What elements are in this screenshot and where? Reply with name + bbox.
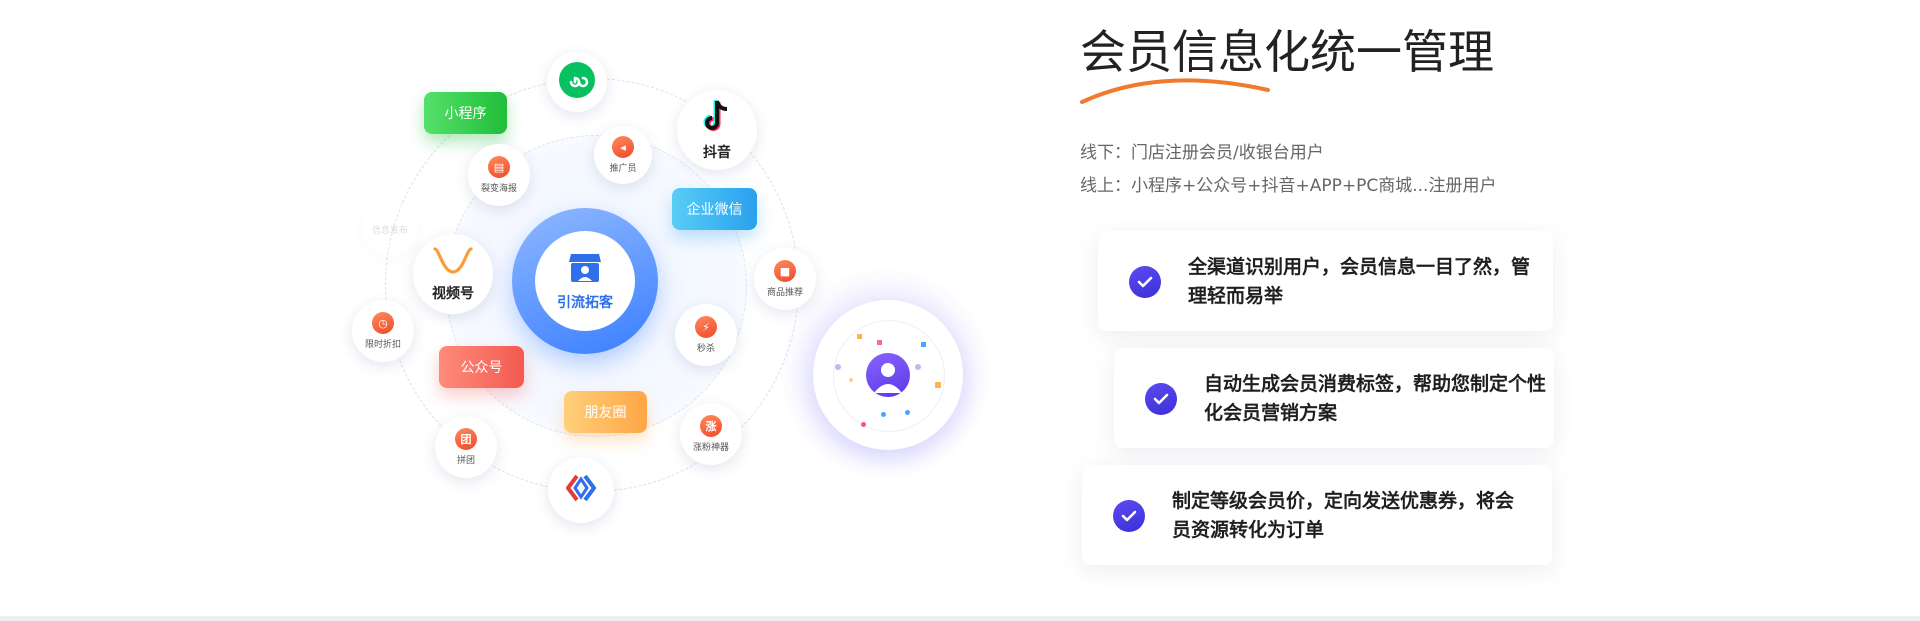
node-channels-label: 视频号 xyxy=(432,285,474,302)
page-title: 会员信息化统一管理 xyxy=(1080,25,1494,79)
node-channels: 视频号 xyxy=(413,234,493,314)
online-line: 线上：小程序+公众号+抖音+APP+PC商城...注册用户 xyxy=(1080,176,1497,196)
node-faded-label: 信息发布 xyxy=(371,226,408,236)
feature-card: 制定等级会员价，定向发送优惠券，将会员资源转化为订单 xyxy=(1082,465,1552,565)
pill-official-account-label: 公众号 xyxy=(460,360,503,376)
node-app-logo xyxy=(548,457,614,523)
clock-icon: ◷ xyxy=(372,312,394,334)
node-promoter: ◂ 推广员 xyxy=(594,126,652,184)
feature-card: 全渠道识别用户，会员信息一目了然，管理轻而易举 xyxy=(1098,231,1553,331)
poster-icon: ▤ xyxy=(488,156,510,178)
store-icon xyxy=(567,250,603,288)
pill-wecom: 企业微信 xyxy=(672,188,757,230)
confetti-dot xyxy=(935,382,941,388)
pill-moments-label: 朋友圈 xyxy=(584,405,627,421)
lightning-icon: ⚡ xyxy=(695,316,717,338)
member-circle xyxy=(813,300,963,450)
channels-icon xyxy=(433,246,473,280)
pill-official-account: 公众号 xyxy=(439,346,524,388)
check-icon xyxy=(1145,383,1177,415)
node-group-buy: 团 拼团 xyxy=(435,416,497,478)
node-fan-booster: 涨 涨粉神器 xyxy=(680,403,742,465)
hub-label: 引流拓客 xyxy=(557,295,613,311)
pill-mini-program: 小程序 xyxy=(424,92,507,134)
member-ring xyxy=(833,320,945,432)
confetti-dot xyxy=(857,334,862,339)
confetti-dot xyxy=(905,410,910,415)
node-group-buy-label: 拼团 xyxy=(456,456,475,466)
confetti-dot xyxy=(881,412,886,417)
title-swoosh xyxy=(1080,78,1270,104)
node-fan-booster-label: 涨粉神器 xyxy=(692,443,729,453)
pill-mini-program-label: 小程序 xyxy=(444,106,487,122)
node-faded: 信息发布 xyxy=(362,200,418,256)
fan-booster-icon: 涨 xyxy=(700,415,722,437)
node-poster-label: 裂变海报 xyxy=(480,184,517,194)
node-flash-sale: ⚡ 秒杀 xyxy=(675,304,737,366)
node-promoter-label: 推广员 xyxy=(609,164,637,174)
member-avatar-icon xyxy=(866,353,910,397)
feature-card-text: 自动生成会员消费标签，帮助您制定个性化会员营销方案 xyxy=(1204,373,1547,424)
confetti-dot xyxy=(835,364,841,370)
node-product-recommend-label: 商品推荐 xyxy=(766,288,803,298)
node-douyin-label: 抖音 xyxy=(703,144,731,161)
product-icon: ■ xyxy=(774,260,796,282)
content-panel: 会员信息化统一管理 线下：门店注册会员/收银台用户 线上：小程序+公众号+抖音+… xyxy=(1080,0,1640,600)
confetti-dot xyxy=(915,364,921,370)
check-icon xyxy=(1113,500,1145,532)
mini-program-icon xyxy=(559,62,595,102)
channel-diagram: 引流拓客 小程序 ▤ 裂变海报 ◂ 推广员 xyxy=(340,30,990,550)
douyin-icon xyxy=(700,99,734,139)
megaphone-icon: ◂ xyxy=(612,136,634,158)
offline-line: 线下：门店注册会员/收银台用户 xyxy=(1080,143,1324,163)
confetti-dot xyxy=(849,378,853,382)
node-douyin: 抖音 xyxy=(677,90,757,170)
app-logo-icon xyxy=(565,473,597,507)
feature-card-text: 全渠道识别用户，会员信息一目了然，管理轻而易举 xyxy=(1188,256,1531,307)
check-icon xyxy=(1129,266,1161,298)
node-limited-discount-label: 限时折扣 xyxy=(364,340,401,350)
node-product-recommend: ■ 商品推荐 xyxy=(754,248,816,310)
pill-wecom-label: 企业微信 xyxy=(686,202,743,218)
node-poster: ▤ 裂变海报 xyxy=(468,144,530,206)
feature-card-text: 制定等级会员价，定向发送优惠券，将会员资源转化为订单 xyxy=(1172,490,1515,541)
hub-inner: 引流拓客 xyxy=(535,231,635,331)
pill-moments: 朋友圈 xyxy=(564,391,647,433)
mini-program-node xyxy=(547,52,607,112)
confetti-dot xyxy=(921,342,926,347)
node-flash-sale-label: 秒杀 xyxy=(696,344,715,354)
node-limited-discount: ◷ 限时折扣 xyxy=(352,300,414,362)
feature-card: 自动生成会员消费标签，帮助您制定个性化会员营销方案 xyxy=(1114,348,1554,448)
confetti-dot xyxy=(877,340,882,345)
bottom-divider xyxy=(0,616,1920,621)
confetti-dot xyxy=(861,422,866,427)
group-buy-icon: 团 xyxy=(455,428,477,450)
hub-circle: 引流拓客 xyxy=(512,208,658,354)
